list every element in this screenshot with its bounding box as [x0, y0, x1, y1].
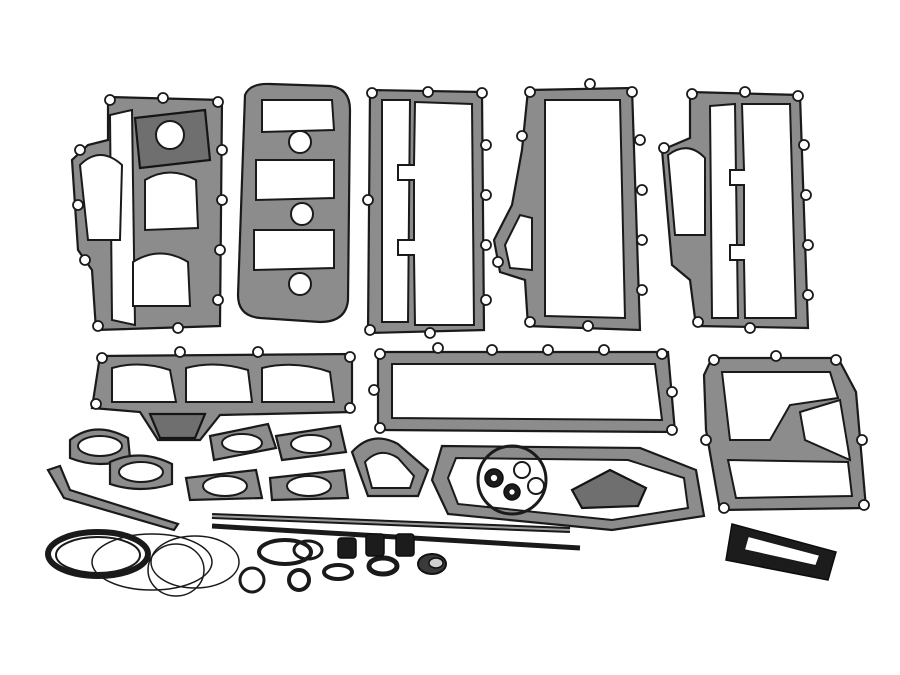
exhaust-cover-gasket-left	[70, 92, 228, 334]
transfer-port-cover-gasket	[368, 342, 678, 436]
carburetor-gasket-2	[274, 424, 348, 462]
powerhead-base-gasket	[700, 350, 870, 514]
lower-cover-gasket	[430, 444, 706, 532]
o-ring-set	[45, 529, 240, 597]
carburetor-gasket-3	[184, 468, 264, 502]
cylinder-head-gasket	[236, 82, 352, 324]
carburetor-gasket-1	[208, 422, 278, 462]
thermostat-cover-gasket	[350, 437, 430, 498]
bearing	[417, 553, 447, 575]
long-rod-1	[211, 513, 571, 533]
exhaust-cover-gasket-right	[658, 86, 814, 334]
small-o-rings	[238, 538, 400, 594]
rubber-bushings	[337, 533, 415, 559]
manifold-gasket-center-left	[362, 86, 492, 339]
rubber-exhaust-seal	[725, 523, 837, 581]
bent-strip	[46, 464, 180, 532]
carburetor-gasket-4	[268, 468, 350, 502]
small-plate-gasket-1	[68, 428, 132, 466]
manifold-gasket-center-right	[492, 78, 648, 332]
intake-manifold-gasket	[90, 346, 356, 442]
small-plate-gasket-2	[108, 454, 174, 491]
